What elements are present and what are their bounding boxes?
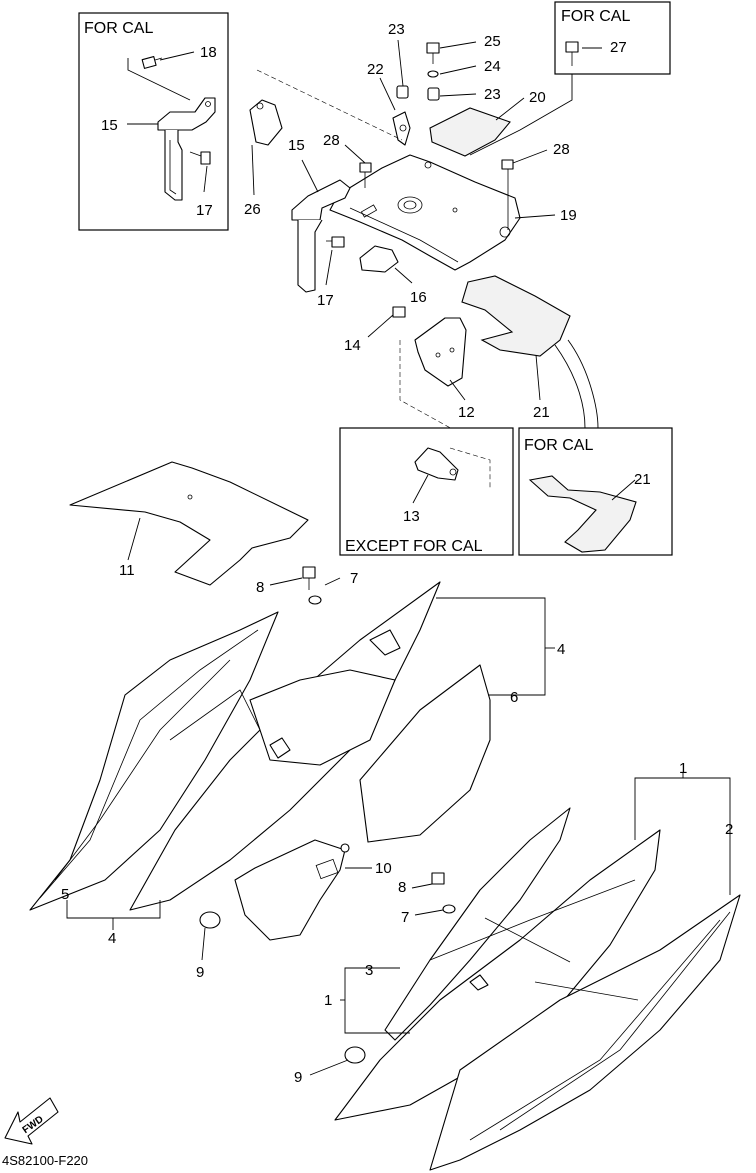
- callout-16: 16: [410, 289, 427, 306]
- callout-3: 3: [365, 962, 373, 979]
- callout-20: 20: [529, 89, 546, 106]
- callout-17: 17: [317, 292, 334, 309]
- except-for-cal-box: EXCEPT FOR CAL: [339, 427, 514, 556]
- callout-11: 11: [119, 562, 135, 579]
- box-label: FOR CAL: [524, 437, 593, 454]
- for-cal-box-top-right: FOR CAL: [469, 1, 671, 156]
- callout-10: 10: [375, 860, 392, 877]
- callout-12: 12: [458, 404, 475, 421]
- callout-19: 19: [560, 207, 577, 224]
- callout-1: 1: [324, 992, 332, 1009]
- side-cover-right: [309, 772, 741, 1171]
- box-label: EXCEPT FOR CAL: [345, 538, 483, 555]
- callout-27: 27: [610, 39, 627, 56]
- fwd-arrow-badge: FWD: [4, 1097, 59, 1145]
- callout-15: 15: [101, 117, 118, 134]
- callout-14: 14: [344, 337, 361, 354]
- callout-23: 23: [484, 86, 501, 103]
- box-label: FOR CAL: [84, 20, 153, 37]
- seal-plate-11: [69, 461, 309, 586]
- callout-21: 21: [634, 471, 651, 488]
- callout-7: 7: [350, 570, 358, 587]
- callout-5: 5: [61, 886, 69, 903]
- callout-8: 8: [398, 879, 406, 896]
- for-cal-box-mid-right: FOR CAL: [518, 339, 673, 556]
- callout-15: 15: [288, 137, 305, 154]
- upper-leaders: [251, 39, 636, 504]
- callout-17: 17: [196, 202, 213, 219]
- callout-24: 24: [484, 58, 501, 75]
- callout-25: 25: [484, 33, 501, 50]
- callout-2: 2: [725, 821, 733, 838]
- box-label: FOR CAL: [561, 8, 630, 25]
- callout-22: 22: [367, 61, 384, 78]
- callout-8: 8: [256, 579, 264, 596]
- callout-numbers: 18 15 17 26 22 23 25 24 23 20 27 28 28 1…: [61, 21, 733, 1086]
- callout-6: 6: [510, 689, 518, 706]
- callout-4: 4: [108, 930, 116, 947]
- side-cover-left: [29, 566, 555, 961]
- for-cal-box-top-left: FOR CAL: [78, 12, 229, 231]
- callout-9: 9: [196, 964, 204, 981]
- callout-1: 1: [679, 760, 687, 777]
- callout-28: 28: [323, 132, 340, 149]
- callout-9: 9: [294, 1069, 302, 1086]
- callout-21: 21: [533, 404, 550, 421]
- bracket-assembly: [249, 42, 571, 451]
- callout-4: 4: [557, 641, 565, 658]
- callout-26: 26: [244, 201, 261, 218]
- diagram-code: 4S82100-F220: [2, 1153, 88, 1168]
- callout-7: 7: [401, 909, 409, 926]
- callout-28: 28: [553, 141, 570, 158]
- callout-23: 23: [388, 21, 405, 38]
- callout-13: 13: [403, 508, 420, 525]
- callout-18: 18: [200, 44, 217, 61]
